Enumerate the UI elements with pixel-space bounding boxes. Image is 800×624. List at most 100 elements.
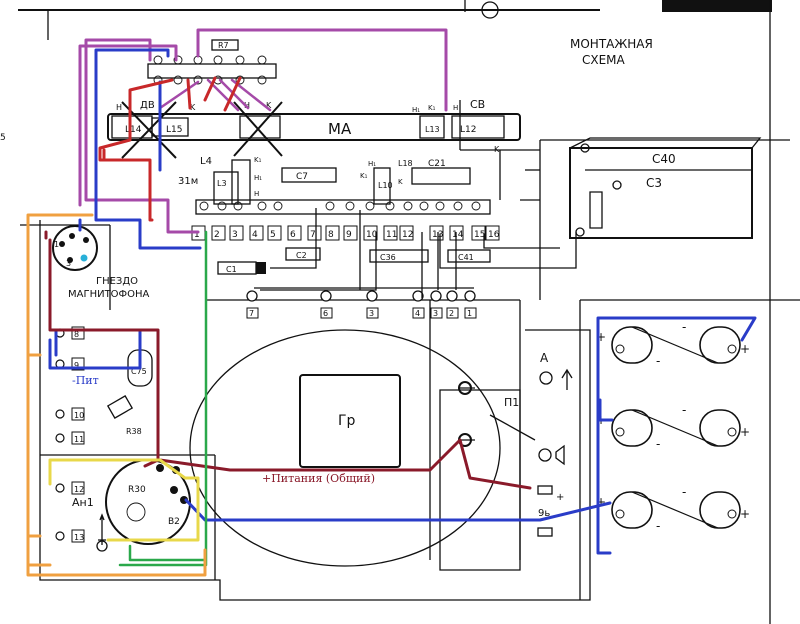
label-sv: СВ: [470, 98, 485, 111]
strip-pin-label: 8: [328, 230, 334, 240]
label-h-4: H: [254, 190, 259, 198]
strip-pin-box: [485, 225, 500, 241]
strip-pin-label: 16: [488, 230, 500, 240]
left-pin-label: 11: [74, 435, 84, 444]
label-ma: МА: [328, 120, 352, 138]
label-c41: C41: [458, 253, 474, 262]
strip-pin-label: 7: [310, 230, 316, 240]
battery-minus-sign-left: -: [656, 437, 660, 451]
left-pin-box: [71, 431, 85, 445]
label-l14: L14: [125, 125, 142, 135]
title-line2: СХЕМА: [582, 53, 626, 67]
strip-pin-box: [249, 225, 264, 241]
board-pin-terminal: [446, 290, 458, 302]
battery-terminal: [615, 509, 625, 519]
battery-plus-sign: +: [596, 495, 606, 509]
battery-plus-sign-right: +: [740, 507, 750, 521]
label-gr: Гр: [338, 413, 356, 429]
board-pin-terminal: [246, 290, 258, 302]
label-p1: П1: [504, 396, 519, 409]
strip-pin-label: 11: [386, 230, 397, 240]
label-r7: R7: [218, 41, 229, 50]
label-l3: L3: [217, 179, 227, 188]
board-pin-box: [430, 307, 443, 319]
battery-minus-sign-left: -: [656, 519, 660, 533]
label-h1-2: H₁: [254, 174, 262, 182]
label-plus-b6: +: [556, 492, 564, 503]
left-pin-label: 12: [74, 485, 84, 494]
left-pin-label: 9: [74, 361, 79, 370]
board-pin-box: [366, 307, 379, 319]
label-k1-2: K₁: [254, 156, 262, 164]
socket-label-line1: ГНЕЗДО: [96, 276, 138, 287]
battery-link: [631, 409, 719, 447]
strip-pin-label: 12: [402, 230, 413, 240]
label-l4: L4: [200, 156, 212, 167]
label-k-1: K: [190, 103, 196, 112]
strip-pin-box: [363, 225, 378, 241]
label-h1-1: H₁: [412, 106, 420, 114]
label-pit-minus: -Пит: [72, 374, 99, 387]
board-outlines: [18, 0, 800, 624]
strip-pin-label: 5: [270, 230, 276, 240]
strip-pin-box: [399, 225, 414, 241]
left-pin-terminal: [55, 433, 65, 443]
board-pin-box: [412, 307, 425, 319]
socket-pin-3: 3: [66, 259, 71, 268]
left-pin-terminal: [55, 531, 65, 541]
strip-pin-box: [383, 225, 398, 241]
label-31m: 31м: [178, 176, 198, 187]
board-pin-box: [446, 307, 459, 319]
left-pin-label: 8: [74, 330, 79, 339]
label-b6: 9ь: [538, 508, 550, 519]
strip-pin-label: 9: [346, 230, 352, 240]
label-an1: Ан1: [72, 496, 94, 509]
battery-cell: [699, 326, 741, 364]
strip-pin-box: [229, 225, 244, 241]
volume-section: C75 R38 R30 B2 Ан1: [72, 349, 191, 552]
socket-label-line2: МАГНИТОФОНА: [68, 289, 150, 300]
variable-capacitor-block: C40 C3: [569, 137, 762, 239]
label-l10: L10: [378, 181, 393, 190]
board-pin-box: [246, 307, 259, 319]
label-k1-1: K₁: [428, 104, 436, 112]
ferrite-antenna: ДВ L14 L15 МА СВ L13 L12 H K H K H₁ K₁ H…: [107, 98, 521, 159]
top-terminal-strip: R7: [147, 39, 277, 85]
strip-pin-box: [307, 225, 322, 241]
battery-terminal: [727, 509, 737, 519]
left-pin-terminal: [55, 409, 65, 419]
strip-pin-label: 4: [252, 230, 258, 240]
label-pit-common: +Питания (Общий): [262, 472, 375, 485]
label-l12: L12: [460, 125, 476, 135]
label-a: A: [540, 351, 549, 365]
board-pin-label: 3: [369, 309, 374, 318]
wires: [26, 28, 757, 577]
board-pin-terminal: [412, 290, 424, 302]
board-pin-terminal: [320, 290, 332, 302]
strip-pin-box: [211, 225, 226, 241]
label-h-1: H: [116, 103, 122, 112]
board-pin-label: 1: [467, 309, 472, 318]
label-left-5: 5: [0, 133, 6, 143]
label-k-2: K: [266, 101, 272, 110]
title-line1: МОНТАЖНАЯ: [570, 37, 653, 51]
label-h-3: H: [453, 104, 458, 112]
strip-pin-box: [471, 225, 486, 241]
battery-minus-sign-right: -: [682, 485, 686, 499]
label-l15: L15: [166, 125, 182, 135]
strip-pin-label: 10: [366, 230, 378, 240]
board-pin-box: [464, 307, 477, 319]
battery-minus-sign-right: -: [682, 320, 686, 334]
label-c21: C21: [428, 159, 446, 169]
label-dv: ДВ: [140, 100, 155, 111]
label-c1: C1: [226, 265, 237, 274]
battery-panel: +--++--++--+: [596, 320, 750, 533]
battery-plus-sign-right: +: [740, 342, 750, 356]
label-c2: C2: [296, 251, 307, 260]
left-pin-label: 13: [74, 533, 84, 542]
battery-cell: [699, 409, 741, 447]
